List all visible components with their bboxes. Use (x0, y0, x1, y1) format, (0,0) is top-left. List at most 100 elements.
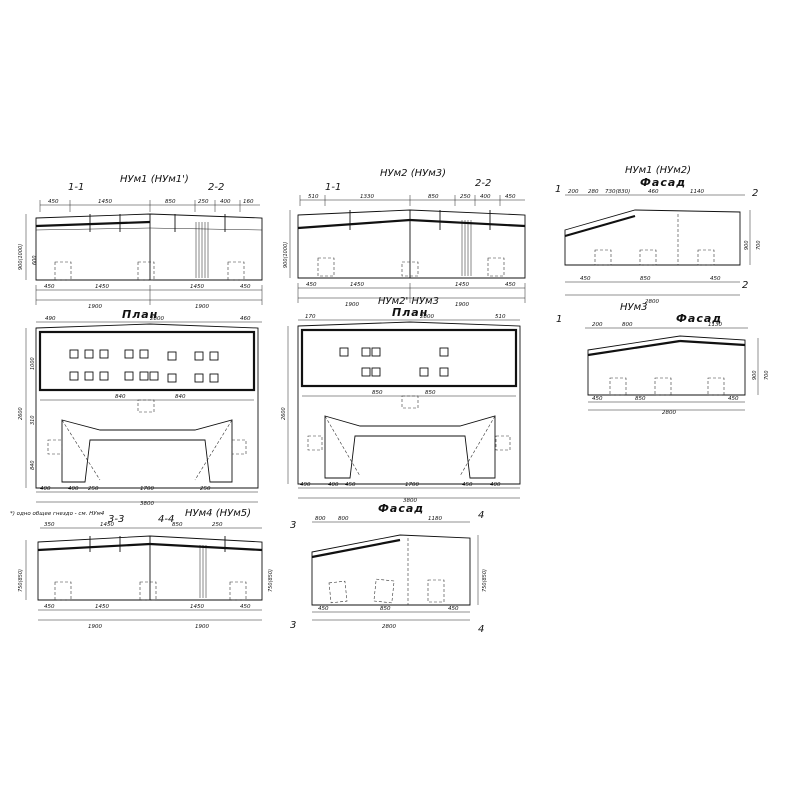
svg-text:450: 450 (710, 276, 721, 282)
svg-text:1450: 1450 (455, 282, 469, 288)
svg-text:450: 450 (240, 604, 251, 610)
svg-text:450: 450 (505, 282, 516, 288)
title-num1-facade: НУм1 (НУм2) (625, 165, 691, 176)
svg-text:400: 400 (68, 486, 79, 492)
svg-text:2600: 2600 (281, 407, 287, 420)
svg-text:800: 800 (622, 322, 633, 328)
svg-text:1: 1 (556, 314, 562, 325)
svg-text:490: 490 (45, 316, 56, 322)
svg-text:2800: 2800 (420, 314, 434, 320)
svg-text:1900: 1900 (88, 624, 102, 630)
svg-text:600: 600 (32, 255, 38, 265)
svg-text:1180: 1180 (428, 516, 442, 522)
svg-text:170: 170 (305, 314, 316, 320)
svg-text:350: 350 (44, 522, 55, 528)
svg-text:850: 850 (428, 194, 439, 200)
svg-text:850: 850 (165, 199, 176, 205)
svg-text:450: 450 (306, 282, 317, 288)
svg-text:850: 850 (380, 606, 391, 612)
svg-text:3800: 3800 (140, 501, 154, 507)
facade-label-d: Фасад (676, 312, 722, 325)
section-4-4-label: 4-4 (158, 514, 174, 525)
svg-text:450: 450 (448, 606, 459, 612)
svg-text:1450: 1450 (95, 284, 109, 290)
svg-text:850: 850 (172, 522, 183, 528)
title-num2: НУм2 (НУм3) (380, 168, 446, 179)
svg-text:3800: 3800 (403, 498, 417, 504)
svg-text:2600: 2600 (18, 407, 24, 420)
svg-text:450: 450 (580, 276, 591, 282)
svg-text:510: 510 (495, 314, 506, 320)
svg-text:250: 250 (88, 486, 99, 492)
svg-text:840: 840 (30, 460, 36, 470)
svg-text:280: 280 (588, 189, 599, 195)
section-2-2-label: 2-2 (208, 182, 224, 193)
svg-text:400: 400 (490, 482, 501, 488)
svg-text:2800: 2800 (150, 316, 164, 322)
svg-text:840: 840 (175, 394, 186, 400)
svg-text:1450: 1450 (190, 284, 204, 290)
svg-text:700: 700 (764, 370, 770, 380)
svg-text:1330: 1330 (360, 194, 374, 200)
svg-text:450: 450 (44, 604, 55, 610)
svg-text:900(1000): 900(1000) (283, 242, 289, 268)
facade-label-f: Фасад (378, 502, 424, 515)
svg-text:450: 450 (240, 284, 251, 290)
svg-text:250: 250 (198, 199, 209, 205)
panel-b-plan: НУм2' НУм3 План 170 2800 510 850 850 490… (281, 296, 521, 504)
svg-text:2800: 2800 (645, 299, 659, 305)
svg-text:310: 310 (30, 415, 36, 425)
section-3-3-label: 3-3 (108, 514, 124, 525)
svg-text:2800: 2800 (662, 410, 676, 416)
svg-text:1900: 1900 (195, 304, 209, 310)
plan-label-b: План (392, 306, 428, 319)
panel-a-section: НУм1 (НУм1') 1-1 2-2 450 1450 850 250 40… (18, 174, 263, 310)
svg-text:900: 900 (744, 240, 750, 250)
svg-text:160: 160 (243, 199, 254, 205)
svg-text:250: 250 (212, 522, 223, 528)
svg-text:450: 450 (462, 482, 473, 488)
section-2-2-label-b: 2-2 (475, 178, 491, 189)
svg-text:250: 250 (460, 194, 471, 200)
svg-text:850: 850 (372, 390, 383, 396)
svg-text:510: 510 (308, 194, 319, 200)
svg-text:3: 3 (290, 520, 296, 531)
svg-text:400: 400 (480, 194, 491, 200)
svg-text:1130: 1130 (708, 322, 722, 328)
svg-text:450: 450 (728, 396, 739, 402)
svg-text:450: 450 (505, 194, 516, 200)
svg-text:200: 200 (568, 189, 579, 195)
svg-text:450: 450 (44, 284, 55, 290)
anchor-holes-a (69, 349, 219, 383)
title-num2-plan: НУм2' НУм3 (378, 296, 439, 307)
plan-label-a: План (122, 308, 158, 321)
anchor-holes-b (339, 347, 449, 377)
section-1-1-label-b: 1-1 (325, 182, 341, 193)
svg-text:850: 850 (635, 396, 646, 402)
svg-text:400: 400 (328, 482, 339, 488)
svg-text:1000: 1000 (30, 357, 36, 370)
svg-text:1450: 1450 (100, 522, 114, 528)
svg-text:400: 400 (40, 486, 51, 492)
svg-text:200: 200 (592, 322, 603, 328)
svg-text:1450: 1450 (95, 604, 109, 610)
svg-text:400: 400 (220, 199, 231, 205)
svg-text:850: 850 (640, 276, 651, 282)
svg-text:250: 250 (200, 486, 211, 492)
svg-text:450: 450 (592, 396, 603, 402)
svg-text:1900: 1900 (455, 302, 469, 308)
svg-text:750(850): 750(850) (482, 569, 488, 592)
svg-text:4: 4 (478, 624, 484, 635)
svg-text:450: 450 (48, 199, 59, 205)
title-num1: НУм1 (НУм1') (120, 174, 189, 185)
svg-text:450: 450 (345, 482, 356, 488)
svg-text:460: 460 (648, 189, 659, 195)
panel-a-plan: План 490 2800 460 840 840 400 (10, 308, 262, 517)
section-1-1-label: 1-1 (68, 182, 84, 193)
svg-text:2800: 2800 (382, 624, 396, 630)
panel-c-facade: НУм1 (НУм2) Фасад 1 2 200 280 730(830) 4… (555, 165, 762, 305)
svg-text:750(850): 750(850) (268, 569, 274, 592)
svg-text:2: 2 (752, 188, 758, 199)
svg-text:730(830): 730(830) (605, 189, 630, 195)
